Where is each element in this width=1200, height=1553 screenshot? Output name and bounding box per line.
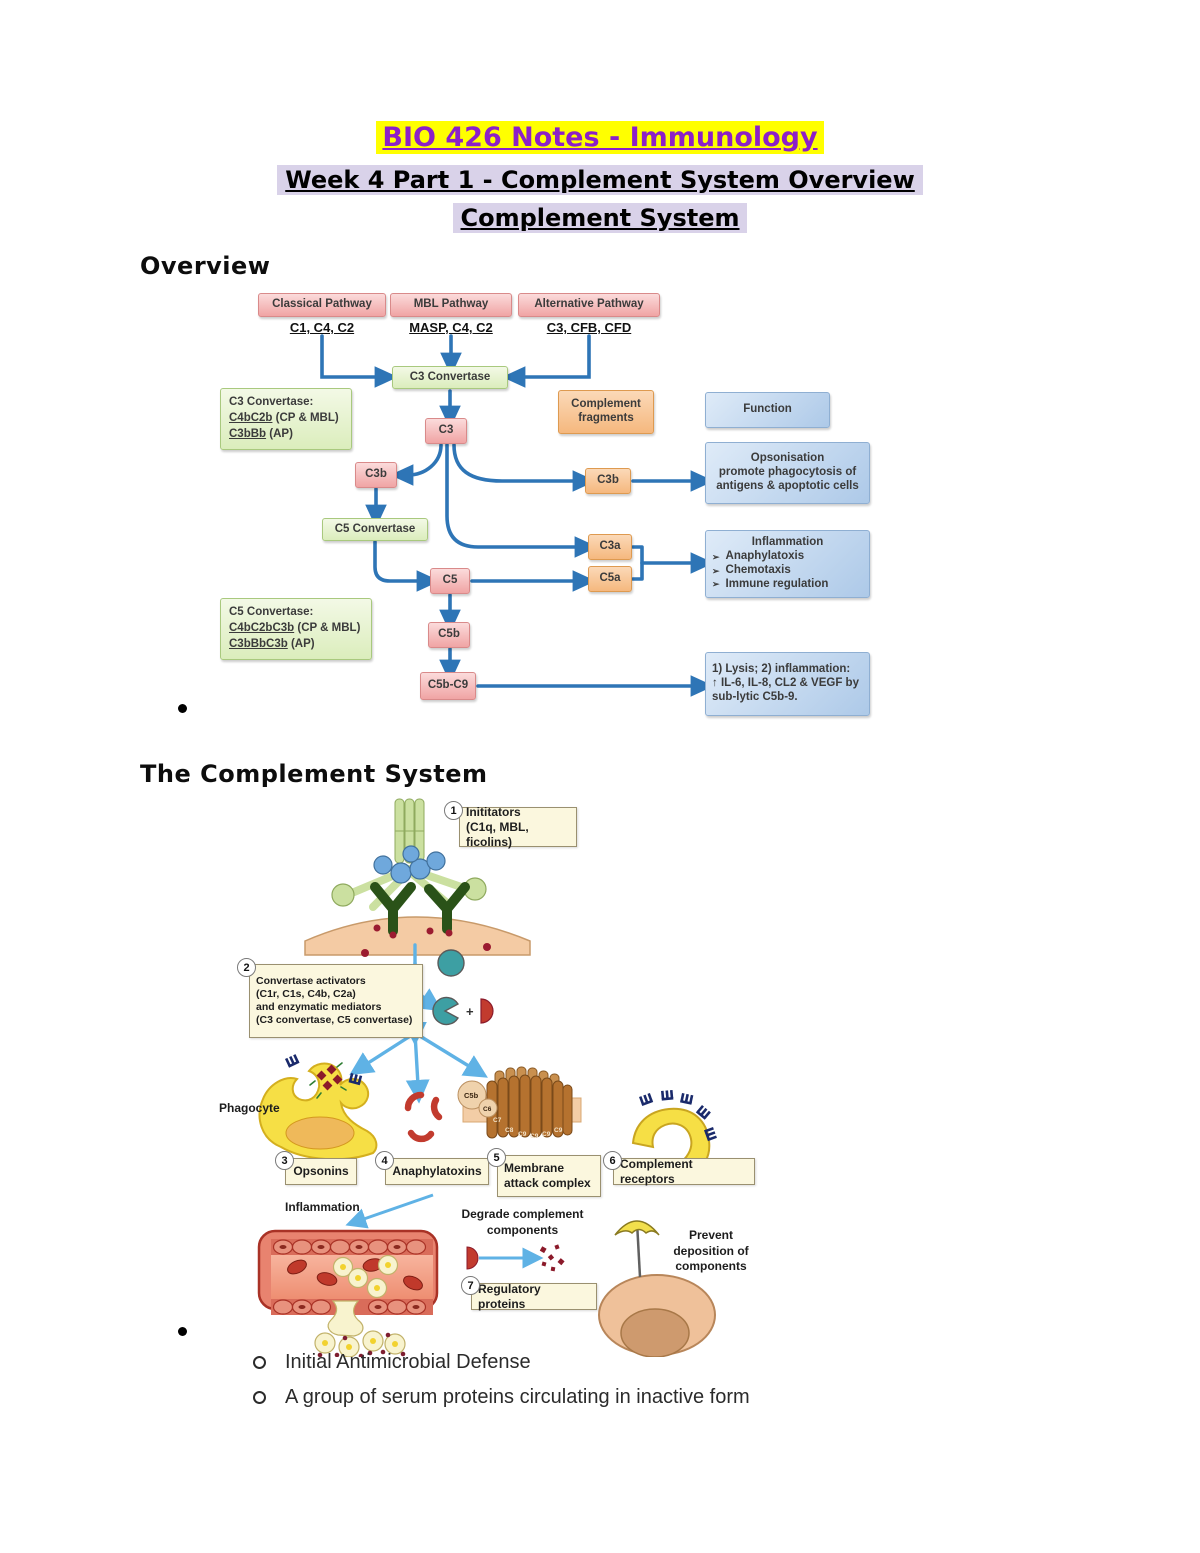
c3-convertase-box: C3 Convertase	[392, 366, 508, 389]
step-4-number: 4	[375, 1151, 394, 1170]
alternative-pathway-box: Alternative Pathway	[518, 293, 660, 317]
inflammation-box: Inflammation ➢Anaphylatoxis ➢Chemotaxis …	[705, 530, 870, 598]
phagocyte-label: Phagocyte	[219, 1101, 280, 1115]
initiator-complex-illustration	[304, 798, 531, 957]
c5a-fragment-box: C5a	[588, 566, 632, 592]
degrade-components-illustration	[466, 1244, 565, 1272]
step-6-number: 6	[603, 1151, 622, 1170]
anaphylatoxin-fragments	[404, 1091, 443, 1143]
c5-convertase-detail-title: C5 Convertase:	[229, 606, 314, 619]
complement-receptors-label: Complement receptors	[613, 1157, 755, 1186]
prevent-deposition-label: Prevent deposition of components	[673, 1228, 749, 1274]
sub-bullet-1: Initial Antimicrobial Defense	[253, 1351, 531, 1374]
overview-heading: Overview	[140, 252, 271, 280]
c5-convertase-box: C5 Convertase	[322, 518, 428, 541]
complement-fragments-box: Complement fragments	[558, 390, 654, 434]
c3b-left-box: C3b	[355, 462, 397, 488]
classical-components: C1, C4, C2	[289, 320, 355, 335]
inflammation-title: Inflammation	[751, 536, 824, 549]
circle-bullet-icon	[253, 1356, 266, 1369]
blood-vessel-illustration	[257, 1229, 439, 1357]
complement-diagram-art: +	[257, 798, 717, 1357]
sub-bullet-2: A group of serum proteins circulating in…	[253, 1386, 750, 1409]
bullet-dot	[178, 704, 187, 713]
c5b-box: C5b	[428, 622, 470, 648]
arrow-bullet-icon: ➢	[712, 579, 720, 590]
c3-convertase-detail-box: C3 Convertase: C4bC2b (CP & MBL) C3bBb (…	[220, 388, 352, 450]
c5-box: C5	[430, 568, 470, 594]
page-title: BIO 426 Notes - Immunology	[376, 121, 824, 154]
phagocyte-illustration	[258, 1054, 378, 1161]
circle-bullet-icon	[253, 1391, 266, 1404]
inflammation-label: Inflammation	[285, 1200, 360, 1214]
membrane-attack-complex-illustration: C5b C6 C7 C8 C9 C9 C9 C9	[457, 1066, 582, 1140]
classical-pathway-box: Classical Pathway	[258, 293, 386, 317]
lysis-line-1: 1) Lysis; 2) inflammation:	[712, 663, 851, 676]
c3-box: C3	[425, 418, 467, 444]
complement-system-diagram: +	[219, 795, 775, 1357]
lysis-inflammation-box: 1) Lysis; 2) inflammation: ↑ IL-6, IL-8,…	[705, 652, 870, 716]
step-3-number: 3	[275, 1151, 294, 1170]
c5-convertase-formula-ap: C3bBbC3b	[229, 637, 288, 650]
title-row: BIO 426 Notes - Immunology	[0, 121, 1200, 155]
mbl-components: MASP, C4, C2	[409, 320, 493, 335]
mac-c9-label: C9	[518, 1131, 527, 1138]
opsonisation-body: promote phagocytosis of antigens & apopt…	[716, 466, 859, 492]
subtitle-row-2: Complement System	[0, 203, 1200, 233]
c3-convertase-formula-cp: C4bC2b	[229, 412, 273, 425]
anaphylatoxins-label: Anaphylatoxins	[385, 1158, 489, 1185]
step-5-number: 5	[487, 1148, 506, 1167]
complement-pathway-flowchart: Classical Pathway MBL Pathway Alternativ…	[220, 290, 880, 735]
mac-c5b-label: C5b	[464, 1091, 479, 1100]
mac-c6-label: C6	[483, 1106, 492, 1113]
opsonisation-box: Opsonisation promote phagocytosis of ant…	[705, 442, 870, 504]
mac-c9-label: C9	[554, 1127, 563, 1134]
c3-convertase-detail-title: C3 Convertase:	[229, 396, 314, 409]
step-7-number: 7	[461, 1276, 480, 1295]
alternative-components: C3, CFB, CFD	[546, 320, 632, 335]
complement-system-heading: The Complement System	[140, 760, 488, 788]
c3b-fragment-box: C3b	[585, 468, 631, 494]
initiators-label: Inititators (C1q, MBL, ficolins)	[459, 805, 577, 849]
mac-c8-label: C8	[505, 1127, 514, 1134]
convertase-molecules: +	[432, 949, 494, 1026]
prevent-deposition-illustration	[598, 1220, 716, 1357]
lysis-line-2: ↑ IL-6, IL-8, CL2 & VEGF by sub-lytic C5…	[712, 677, 859, 703]
regulatory-proteins-label: Regulatory proteins	[471, 1282, 597, 1311]
plus-sign: +	[466, 1004, 474, 1019]
membrane-attack-complex-label: Membrane attack complex	[497, 1155, 601, 1197]
arrow-bullet-icon: ➢	[712, 565, 720, 576]
degrade-components-label: Degrade complement components	[461, 1207, 584, 1237]
arrow-bullet-icon: ➢	[712, 551, 720, 562]
mac-c9-label: C9	[530, 1133, 539, 1140]
c3a-fragment-box: C3a	[588, 534, 632, 560]
mbl-pathway-box: MBL Pathway	[390, 293, 512, 317]
convertase-activators-label: Convertase activators (C1r, C1s, C4b, C2…	[249, 964, 423, 1038]
page-subtitle: Week 4 Part 1 - Complement System Overvi…	[277, 165, 923, 195]
mac-c7-label: C7	[493, 1117, 502, 1124]
c3-convertase-formula-ap: C3bBb	[229, 427, 267, 440]
subtitle-row-1: Week 4 Part 1 - Complement System Overvi…	[0, 165, 1200, 195]
step-1-number: 1	[444, 801, 463, 820]
step-2-number: 2	[237, 958, 256, 977]
inflammation-arrow	[345, 1193, 434, 1229]
bullet-dot	[178, 1327, 187, 1336]
mac-c9-label: C9	[542, 1131, 551, 1138]
page-subtitle-2: Complement System	[452, 203, 748, 233]
c5-convertase-formula-cp: C4bC2bC3b	[229, 622, 295, 635]
c5-convertase-detail-box: C5 Convertase: C4bC2bC3b (CP & MBL) C3bB…	[220, 598, 372, 660]
function-header-box: Function	[705, 392, 830, 428]
opsonisation-title: Opsonisation	[750, 452, 825, 465]
opsonins-label: Opsonins	[285, 1158, 357, 1185]
c5b-c9-box: C5b-C9	[420, 672, 476, 700]
